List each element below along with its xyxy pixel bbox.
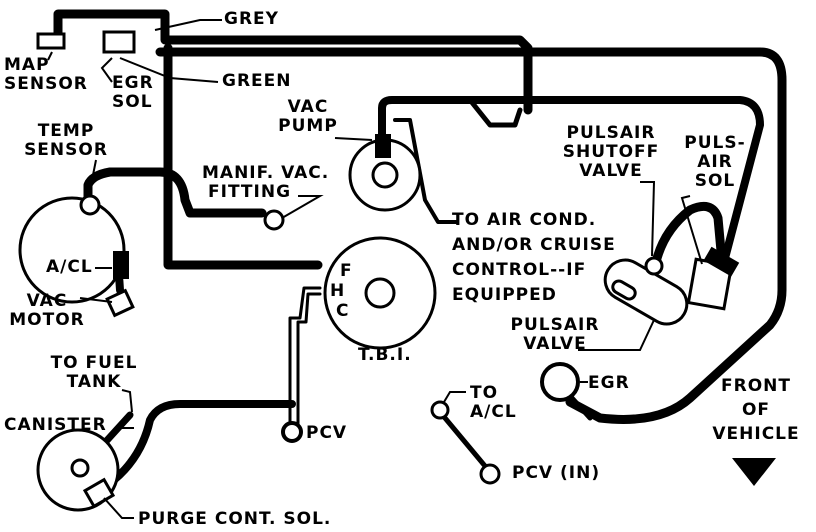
label-grey: GREY xyxy=(224,9,279,29)
hose-pulsair-shutoff xyxy=(651,201,727,267)
leader-grey xyxy=(154,19,222,31)
pulsair-shutoff-port xyxy=(644,256,664,276)
leader-puls-air-sol xyxy=(680,195,703,265)
egr-valve xyxy=(540,362,580,402)
label-pcv: PCV xyxy=(306,423,348,443)
label-tbi: T.B.I. xyxy=(358,345,412,365)
egr-sol-block xyxy=(102,30,136,54)
leader-temp xyxy=(91,159,97,181)
a-cl-block xyxy=(113,251,129,279)
hose-egr-stem xyxy=(569,395,593,421)
hose-egr-to-tbi xyxy=(163,43,323,270)
manif-vac-fitting xyxy=(263,209,285,231)
label-egr: EGR xyxy=(588,373,630,393)
label-green: GREEN xyxy=(222,71,292,91)
purge-sol-block xyxy=(82,477,116,509)
temp-sensor-port xyxy=(79,194,101,216)
pulsair-valve-slot xyxy=(611,279,637,301)
hose-bend xyxy=(467,97,523,128)
pcv-in-port xyxy=(479,463,501,485)
hose-temp-to-manif xyxy=(83,167,267,218)
hose-purge xyxy=(96,400,296,494)
leader-fuel-tank xyxy=(121,389,133,413)
leader-pulsair-shutoff xyxy=(640,181,656,257)
label-a-cl: A/CL xyxy=(46,257,93,277)
label-port-f: F xyxy=(340,261,353,281)
leader-to-acl xyxy=(443,391,466,403)
label-port-h: H xyxy=(330,281,346,301)
hose-pump-to-sol xyxy=(378,96,764,266)
label-manif-vac: MANIF. VAC.FITTING xyxy=(202,163,330,202)
tbi-center xyxy=(364,277,396,309)
leader-egr xyxy=(100,57,113,83)
leader-vacmotor xyxy=(79,297,113,303)
hose-tbi-to-pcv xyxy=(288,286,322,427)
to-a-cl-port xyxy=(430,400,450,420)
canister-port xyxy=(70,458,90,478)
vac-pump-nozzle xyxy=(375,134,391,158)
label-canister: CANISTER xyxy=(4,415,107,435)
pulsair-sol-cap xyxy=(703,246,740,277)
leader-manif xyxy=(281,195,324,219)
vac-motor-block xyxy=(105,288,135,318)
hose-main-loop xyxy=(155,47,787,424)
leader-pulsair-valve xyxy=(578,319,655,351)
hose-pcv-in xyxy=(437,409,493,475)
label-pcv-in: PCV (IN) xyxy=(512,463,601,483)
map-sensor-block xyxy=(36,32,66,50)
leader-purge xyxy=(103,497,134,519)
pcv-port xyxy=(281,421,303,443)
leader-map xyxy=(47,51,53,61)
temp-sensor-body xyxy=(18,196,126,304)
label-port-c: C xyxy=(336,301,350,321)
hose-tbi-to-pcv-2 xyxy=(296,292,322,427)
leader-green xyxy=(119,57,219,83)
front-arrow-icon xyxy=(732,458,776,486)
label-purge-cont-sol: PURGE CONT. SOL. xyxy=(138,509,332,529)
leader-vacpump xyxy=(334,137,373,141)
vac-pump-center xyxy=(371,161,399,189)
